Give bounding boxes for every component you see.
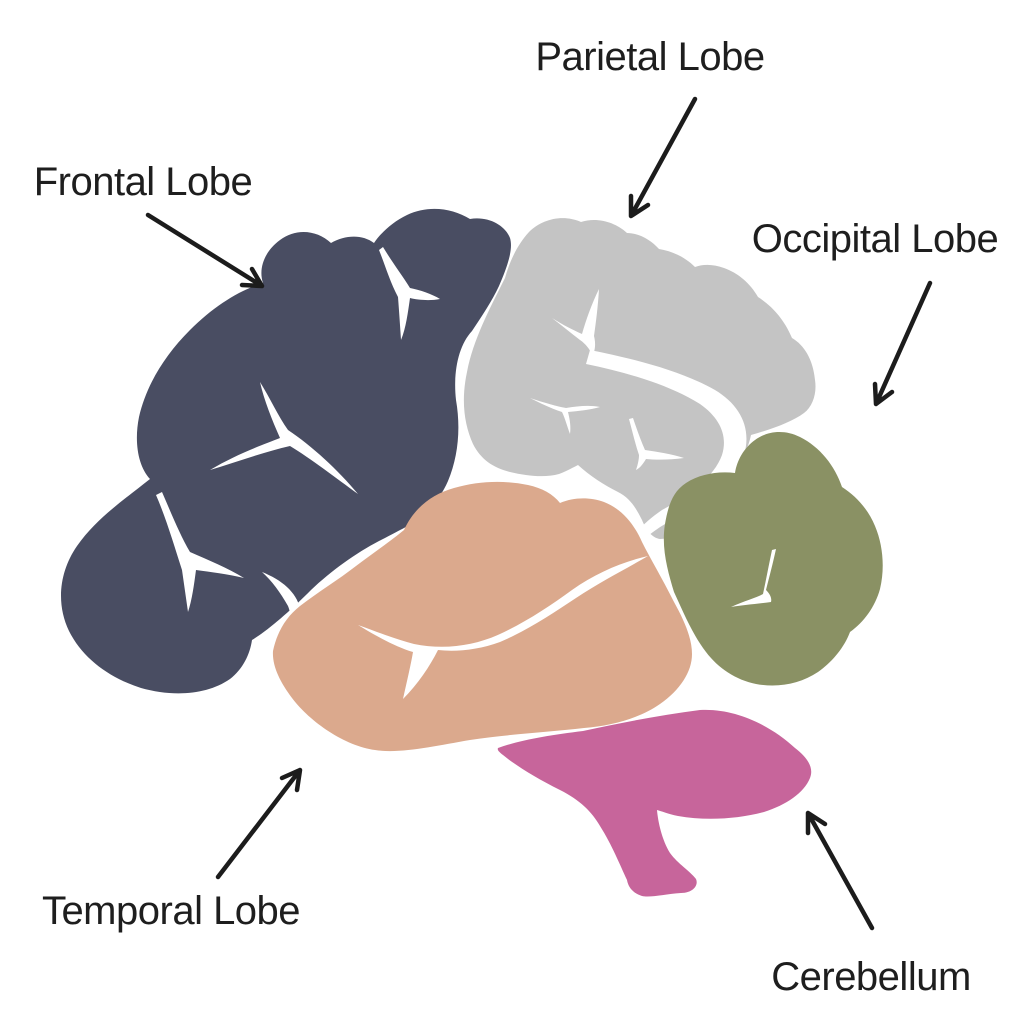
frontal-sulcus-top	[379, 247, 440, 340]
occipital-sulcus-fork	[731, 549, 776, 607]
brain-illustration	[61, 208, 883, 897]
frontal-lobe-label: Frontal Lobe	[34, 160, 253, 204]
annotation-arrows	[145, 96, 933, 931]
occipital-lobe-arrow	[872, 280, 933, 407]
frontal-sulcus-center	[210, 382, 358, 494]
parietal-sulcus-upper-fork	[552, 289, 599, 355]
frontal-sulcus-bottom	[262, 572, 301, 645]
frontal-lobe-sulci	[156, 247, 440, 645]
parietal-lobe-label: Parietal Lobe	[535, 35, 764, 79]
cerebellum-shape	[497, 709, 812, 897]
parietal-sulcus-bottom	[629, 418, 684, 470]
frontal-lobe-shape	[61, 208, 511, 694]
frontal-lobe-arrow	[145, 212, 265, 289]
parietal-lobe-arrow	[628, 96, 698, 219]
occipital-lobe-label: Occipital Lobe	[752, 217, 998, 261]
temporal-lobe-arrow	[215, 767, 303, 880]
cerebellum-label: Cerebellum	[771, 955, 971, 999]
occipital-lobe-sulci	[731, 549, 776, 607]
temporal-lobe-label: Temporal Lobe	[42, 889, 300, 933]
frontal-sulcus-lower-left	[156, 492, 244, 612]
annotation-labels: Frontal Lobe Parietal Lobe Occipital Lob…	[34, 35, 999, 999]
parietal-sulcus-lower-left	[530, 398, 600, 434]
cerebellum-arrow	[805, 810, 875, 931]
temporal-lobe-shape	[272, 481, 692, 752]
temporal-lobe-sulci	[358, 556, 648, 699]
temporal-sulcus-channel	[358, 556, 648, 699]
